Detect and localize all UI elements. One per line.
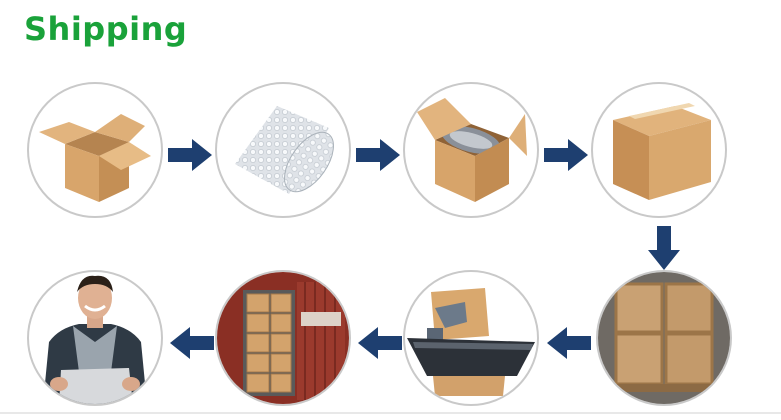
shipping-container-icon: [217, 272, 349, 404]
open-box-icon: [39, 114, 151, 202]
flow-arrow-left-2: [358, 327, 402, 359]
arrow-right-icon: [168, 139, 212, 171]
arrow-right-icon: [356, 139, 400, 171]
step-cargo-ship: [403, 270, 539, 406]
step-open-box: [27, 82, 163, 218]
step-delivery-man: [27, 270, 163, 406]
arrow-right-icon: [544, 139, 588, 171]
flow-arrow-left-1: [547, 327, 591, 359]
step-bubble-wrap: [215, 82, 351, 218]
packed-box-icon: [417, 98, 527, 202]
arrow-left-icon: [547, 327, 591, 359]
flow-arrow-right-3: [544, 139, 588, 171]
flow-arrow-left-3: [170, 327, 214, 359]
step-sealed-box: [591, 82, 727, 218]
arrow-left-icon: [170, 327, 214, 359]
step-shipping-container: [215, 270, 351, 406]
arrow-left-icon: [358, 327, 402, 359]
step-wooden-crate: [596, 270, 732, 406]
bubble-wrap-icon: [235, 106, 334, 194]
sealed-box-icon: [613, 103, 711, 200]
page-title: Shipping: [24, 10, 188, 48]
delivery-man-icon: [43, 275, 147, 404]
step-packed-box: [403, 82, 539, 218]
flow-arrow-down: [648, 226, 680, 270]
flow-arrow-right-1: [168, 139, 212, 171]
arrow-down-icon: [648, 226, 680, 270]
cargo-ship-icon: [407, 288, 535, 396]
flow-arrow-right-2: [356, 139, 400, 171]
bottom-divider: [0, 412, 781, 414]
wooden-crate-icon: [598, 272, 730, 404]
